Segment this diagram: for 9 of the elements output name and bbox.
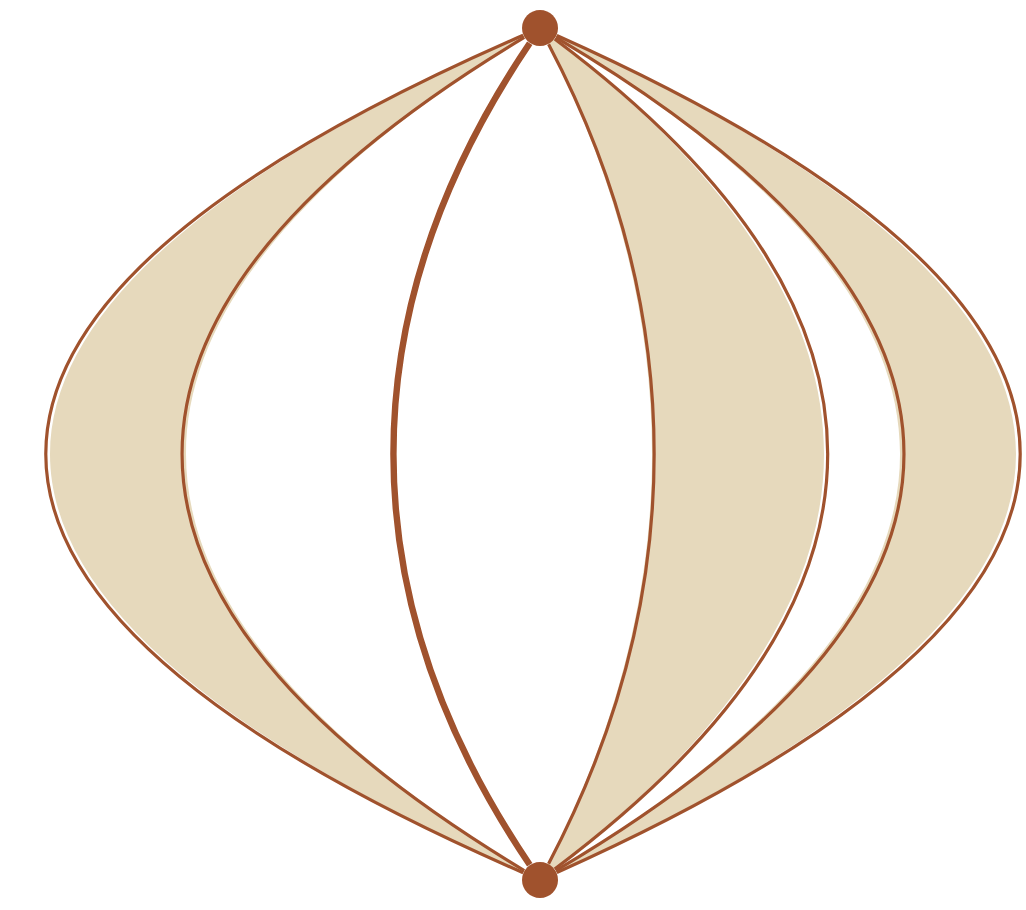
curved-line bbox=[556, 34, 1021, 874]
curved-line bbox=[553, 37, 829, 871]
dot bbox=[522, 862, 558, 898]
dot bbox=[522, 10, 558, 46]
curved-line bbox=[547, 43, 656, 865]
curved-line bbox=[181, 36, 526, 872]
curved-line bbox=[390, 41, 533, 867]
curved-line bbox=[555, 36, 905, 872]
curved-line bbox=[45, 33, 524, 875]
